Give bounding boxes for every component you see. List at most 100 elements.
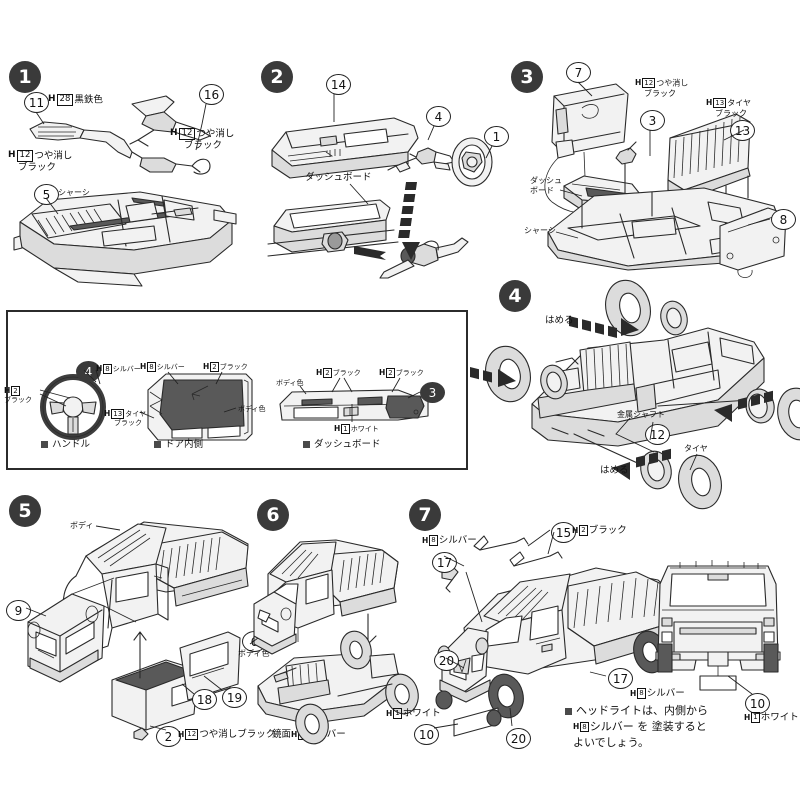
part-bubble-18: 18 xyxy=(192,689,217,710)
assembly-direction-arrow-step2 xyxy=(398,182,424,264)
body-label-step5: ボディ xyxy=(70,521,94,530)
step4-artwork xyxy=(468,279,800,510)
chassis-label-step1: シャーシ xyxy=(58,188,90,197)
body-color-label-dash: ボディ色 xyxy=(276,379,304,387)
step3-artwork xyxy=(524,80,794,278)
caption-bullet-icon xyxy=(154,441,161,448)
part-bubble-4-handle: 4 xyxy=(76,361,101,382)
part-bubble-5: 5 xyxy=(34,184,59,205)
paint-color-name: ブラック xyxy=(715,108,747,118)
step-number-2: 2 xyxy=(262,62,292,92)
paint-h-prefix: H xyxy=(291,729,298,739)
paint-code-chip: 1 xyxy=(393,708,402,719)
note-bullet-icon xyxy=(565,707,572,715)
step-number-5: 5 xyxy=(10,496,40,526)
paint-h-prefix: H xyxy=(4,386,11,396)
step-number-6: 6 xyxy=(258,500,288,530)
part-bubble-2: 2 xyxy=(156,726,181,747)
part-bubble-10-right: 10 xyxy=(745,693,770,714)
paint-color-name: ブラック xyxy=(395,369,424,378)
dashboard-label-step3: ダッシュ ボード xyxy=(530,176,562,196)
part-bubble-3-dash: 3 xyxy=(420,382,445,403)
step6-artwork xyxy=(252,518,419,748)
chassis-label-step3: シャーシ xyxy=(524,226,556,235)
caption-bullet-icon xyxy=(41,441,48,448)
paint-code-chip: 8 xyxy=(637,688,646,699)
part-bubble-13: 13 xyxy=(730,120,755,141)
paint-code-chip: 8 xyxy=(580,721,589,732)
paint-code-chip: 1 xyxy=(341,424,350,435)
paint-part-name: タイヤ xyxy=(727,98,751,108)
paint-color-name: ブラック xyxy=(219,363,248,372)
paint-code-chip: 8 xyxy=(429,535,438,546)
paint-color-name: シルバー xyxy=(156,363,185,372)
part-bubble-12: 12 xyxy=(645,424,670,445)
paint-h-prefix: H xyxy=(8,150,16,161)
paint-code-chip: 13 xyxy=(713,98,727,109)
paint-code-chip: 2 xyxy=(579,525,588,536)
paint-h-prefix: H xyxy=(170,128,178,139)
paint-h-prefix: H xyxy=(422,535,429,545)
paint-color-name: シルバー xyxy=(438,535,477,546)
paint-color-name: ホワイト xyxy=(760,712,799,723)
part-bubble-10-left: 10 xyxy=(414,724,439,745)
paint-code-chip: 12 xyxy=(16,150,34,162)
paint-h-prefix: H xyxy=(744,712,751,722)
dashboard-caption: ダッシュボード xyxy=(303,439,381,451)
paint-code-chip: 12 xyxy=(185,729,199,740)
door-inner-detail-artwork xyxy=(146,372,256,444)
fit-arrow-right xyxy=(712,390,784,434)
step7-rear-view-artwork xyxy=(646,548,790,698)
paint-h-prefix: H xyxy=(630,688,637,698)
paint-h-prefix: H xyxy=(316,368,323,378)
paint-color-name: ブラック xyxy=(114,419,142,428)
paint-h-prefix: H xyxy=(635,78,642,88)
headlight-note-line3: よいでしょう。 xyxy=(573,735,650,749)
paint-h-prefix: H xyxy=(96,364,103,374)
mirror-prefix: 鏡面 xyxy=(272,729,292,740)
paint-code-chip: 12 xyxy=(642,78,656,89)
fit-label-bottom: はめる xyxy=(600,465,629,476)
dashboard-label-line1: ダッシュ xyxy=(530,176,562,185)
caption-bullet-icon xyxy=(303,441,310,448)
paint-color-name: ブラック xyxy=(588,525,627,536)
paint-color-name: ホワイト xyxy=(350,425,379,434)
part-bubble-9: 9 xyxy=(6,600,31,621)
fit-arrow-top xyxy=(569,310,649,340)
part-bubble-20-left: 20 xyxy=(434,650,459,671)
paint-code-chip: 2 xyxy=(323,368,332,379)
fit-arrow-bottom xyxy=(610,448,682,492)
part-bubble-1: 1 xyxy=(484,126,509,147)
step2-artwork xyxy=(267,104,498,284)
body-color-label-step5: ボディ色 xyxy=(238,649,270,658)
paint-code-chip: 2 xyxy=(386,368,395,379)
door-inner-caption-text: ドア内側 xyxy=(165,439,204,450)
paint-h-prefix: H xyxy=(48,94,56,105)
paint-color-name: ブラック xyxy=(644,88,676,98)
metal-shaft-label: 金属シャフト xyxy=(617,410,665,419)
paint-h-prefix: H xyxy=(379,368,386,378)
door-inner-caption: ドア内側 xyxy=(154,439,203,451)
paint-code-chip: 28 xyxy=(56,94,74,106)
step-number-1: 1 xyxy=(10,62,40,92)
handle-caption: ハンドル xyxy=(41,439,90,451)
paint-h-prefix: H xyxy=(334,424,341,434)
step-number-3: 3 xyxy=(512,62,542,92)
paint-color-name: シルバー xyxy=(112,365,141,374)
part-bubble-8: 8 xyxy=(771,209,796,230)
